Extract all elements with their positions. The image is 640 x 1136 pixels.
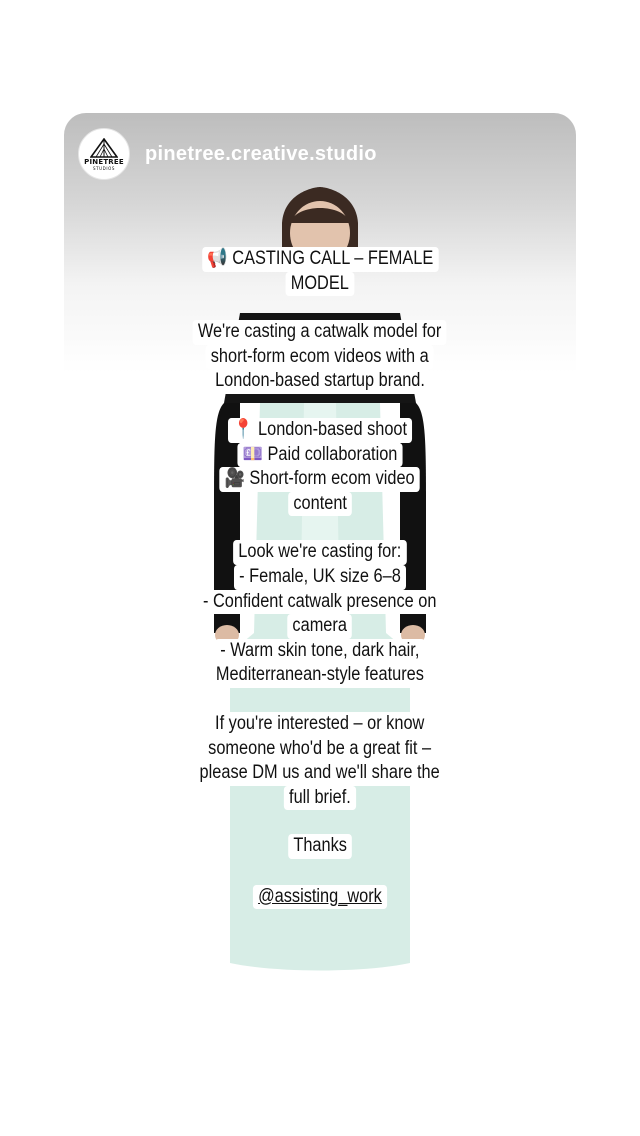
caption-line: 📍 London-based shoot bbox=[227, 417, 413, 443]
caption-line: someone who'd be a great fit – bbox=[203, 736, 437, 762]
caption-line: - Confident catwalk presence on bbox=[198, 589, 442, 615]
caption-overlay: 📢 CASTING CALL – FEMALE MODEL We're cast… bbox=[64, 247, 576, 933]
username-link[interactable]: pinetree.creative.studio bbox=[145, 142, 377, 165]
caption-line: Mediterranean-style features bbox=[210, 663, 430, 688]
caption-cta: If you're interested – or know someone w… bbox=[174, 711, 465, 811]
avatar[interactable]: PINETREE STUDIOS bbox=[78, 128, 130, 180]
logo-subtext: STUDIOS bbox=[92, 165, 116, 171]
caption-line: - Female, UK size 6–8 bbox=[234, 564, 406, 590]
caption-line: 💷 Paid collaboration bbox=[237, 442, 403, 468]
caption-mention: @assisting_work bbox=[242, 883, 398, 910]
caption-line: camera bbox=[287, 614, 353, 639]
caption-title: 📢 CASTING CALL – FEMALE MODEL bbox=[183, 247, 458, 297]
caption-thanks: Thanks bbox=[283, 834, 357, 859]
tent-logo-icon bbox=[90, 137, 118, 158]
caption-details: 📍 London-based shoot 💷 Paid collaboratio… bbox=[203, 417, 436, 517]
caption-line: short-form ecom videos with a bbox=[205, 344, 435, 370]
caption-line: Look we're casting for: bbox=[233, 540, 407, 565]
caption-line: - Warm skin tone, dark hair, bbox=[215, 638, 425, 664]
caption-line: 🎥 Short-form ecom video bbox=[219, 467, 421, 492]
caption-line: Thanks bbox=[288, 834, 352, 859]
caption-intro: We're casting a catwalk model for short-… bbox=[172, 320, 467, 394]
caption-line: MODEL bbox=[285, 271, 355, 297]
caption-line: London-based startup brand. bbox=[209, 369, 431, 394]
caption-line: If you're interested – or know bbox=[210, 711, 430, 737]
logo-text: PINETREE bbox=[84, 157, 124, 166]
story-header: PINETREE STUDIOS pinetree.creative.studi… bbox=[78, 127, 377, 181]
caption-line: 📢 CASTING CALL – FEMALE bbox=[201, 247, 439, 272]
caption-line: full brief. bbox=[283, 785, 357, 811]
caption-line: content bbox=[288, 491, 352, 517]
caption-line: We're casting a catwalk model for bbox=[193, 320, 447, 345]
mention-link[interactable]: @assisting_work bbox=[252, 884, 388, 910]
caption-line: please DM us and we'll share the bbox=[194, 761, 446, 786]
caption-requirements: Look we're casting for: - Female, UK siz… bbox=[178, 540, 461, 688]
story-card[interactable]: PINETREE STUDIOS pinetree.creative.studi… bbox=[64, 113, 576, 1025]
